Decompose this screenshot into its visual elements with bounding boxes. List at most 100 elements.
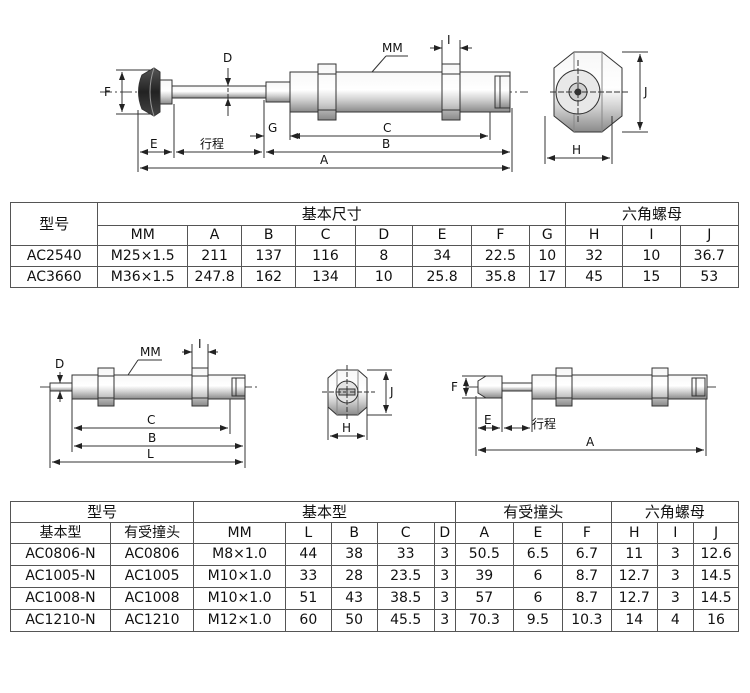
col-header: B xyxy=(330,522,378,544)
label-d: D xyxy=(223,51,232,65)
table-cell: M10×1.0 xyxy=(193,565,286,588)
table-cell: 28 xyxy=(330,565,378,588)
label-e-cap: E xyxy=(484,413,492,427)
col-header: MM xyxy=(97,225,189,246)
table-cell: 50 xyxy=(330,609,378,632)
label-stroke: 行程 xyxy=(200,136,224,151)
table-cell: 8 xyxy=(354,245,413,267)
model-header: 型号 xyxy=(9,202,99,246)
table-cell: 11 xyxy=(610,543,658,566)
table-cell: 44 xyxy=(284,543,332,566)
table-cell: 12.6 xyxy=(693,543,739,566)
table-cell: 8.7 xyxy=(561,587,612,610)
col-header: C xyxy=(376,522,435,544)
table-cell: 3 xyxy=(656,587,695,610)
table-row: AC1005-N AC1005 M10×1.0 33 28 23.5 3 39 … xyxy=(10,565,739,588)
table-cell: AC1008-N xyxy=(10,587,111,610)
label-b: B xyxy=(382,137,390,151)
table-cell: 3 xyxy=(433,565,456,588)
table-cell: 60 xyxy=(284,609,332,632)
table-cell: 10 xyxy=(528,245,567,267)
label-e: E xyxy=(150,137,158,151)
table-cell: 12.7 xyxy=(610,587,658,610)
table-cell: 3 xyxy=(656,565,695,588)
table-cell: M36×1.5 xyxy=(97,266,189,288)
label-h-hex: H xyxy=(342,421,351,435)
table-cell: 53 xyxy=(679,266,740,288)
col-header: E xyxy=(411,225,473,246)
table-cell: AC1005 xyxy=(109,565,195,588)
table-cell: 3 xyxy=(433,543,456,566)
label-c: C xyxy=(383,121,391,135)
label-i: I xyxy=(447,33,451,47)
table-cell: 211 xyxy=(187,245,243,267)
table-cell: 70.3 xyxy=(454,609,514,632)
label-b-basic: B xyxy=(148,431,156,445)
table-cell: 137 xyxy=(241,245,297,267)
table-cell: 14.5 xyxy=(693,565,739,588)
table-row: AC1210-N AC1210 M12×1.0 60 50 45.5 3 70.… xyxy=(10,609,739,632)
table-cell: 16 xyxy=(693,609,739,632)
col-header: J xyxy=(679,225,740,246)
table-cell: 8.7 xyxy=(561,565,612,588)
table-cell: 10 xyxy=(622,245,681,267)
table-row: AC1008-N AC1008 M10×1.0 51 43 38.5 3 57 … xyxy=(10,587,739,610)
table-cell: 35.8 xyxy=(471,266,530,288)
bottom-diagrams: D MM I C B L J H F E 行程 A xyxy=(40,337,716,468)
col-header: D xyxy=(354,225,413,246)
table-cell: 36.7 xyxy=(679,245,740,267)
table-cell: 6 xyxy=(512,587,563,610)
table-cell: 50.5 xyxy=(454,543,514,566)
table-row: AC2540 M25×1.5 211 137 116 8 34 22.5 10 … xyxy=(9,245,740,267)
table-cell: 38 xyxy=(330,543,378,566)
table-cell: 15 xyxy=(622,266,681,288)
sub-header-basic: 基本型 xyxy=(10,522,111,544)
table-cell: 39 xyxy=(454,565,514,588)
table-cell: 162 xyxy=(241,266,297,288)
sub-header-cap: 有受撞头 xyxy=(109,522,195,544)
col-header: C xyxy=(295,225,356,246)
label-f: F xyxy=(104,85,111,99)
table-row: AC3660 M36×1.5 247.8 162 134 10 25.8 35.… xyxy=(9,266,740,288)
table-cell: 45.5 xyxy=(376,609,435,632)
table-cell: AC3660 xyxy=(9,266,99,288)
col-header: I xyxy=(622,225,681,246)
table-cell: 33 xyxy=(284,565,332,588)
table-cell: 32 xyxy=(564,245,624,267)
col-header: A xyxy=(454,522,514,544)
table-cell: 45 xyxy=(564,266,624,288)
table-cell: 33 xyxy=(376,543,435,566)
table-cell: 10 xyxy=(354,266,413,288)
label-a: A xyxy=(320,153,329,167)
col-header: G xyxy=(528,225,567,246)
table-cell: AC1008 xyxy=(109,587,195,610)
table-cell: 6.5 xyxy=(512,543,563,566)
label-h: H xyxy=(572,143,581,157)
col-header: H xyxy=(610,522,658,544)
table-cell: 134 xyxy=(295,266,356,288)
table-cell: 14 xyxy=(610,609,658,632)
col-header: B xyxy=(241,225,297,246)
table-cell: 9.5 xyxy=(512,609,563,632)
table-cell: 3 xyxy=(433,609,456,632)
spec-table-small: 型号 基本型 有受撞头 六角螺母 基本型 有受撞头 MM L B C D A E… xyxy=(9,501,740,632)
label-j-hex: J xyxy=(389,385,394,399)
table-cell: 51 xyxy=(284,587,332,610)
table-cell: 14.5 xyxy=(693,587,739,610)
table-cell: AC1210 xyxy=(109,609,195,632)
table-cell: AC2540 xyxy=(9,245,99,267)
label-i-basic: I xyxy=(198,337,202,351)
table-cell: 247.8 xyxy=(187,266,243,288)
col-header: F xyxy=(561,522,612,544)
label-g: G xyxy=(268,121,277,135)
table-cell: M25×1.5 xyxy=(97,245,189,267)
table-cell: 12.7 xyxy=(610,565,658,588)
table-cell: 38.5 xyxy=(376,587,435,610)
table-cell: 23.5 xyxy=(376,565,435,588)
label-j: J xyxy=(643,85,648,99)
table-cell: M10×1.0 xyxy=(193,587,286,610)
table-cell: 116 xyxy=(295,245,356,267)
table-cell: AC0806-N xyxy=(10,543,111,566)
col-header: I xyxy=(656,522,695,544)
cap-type-header: 有受撞头 xyxy=(454,501,612,523)
